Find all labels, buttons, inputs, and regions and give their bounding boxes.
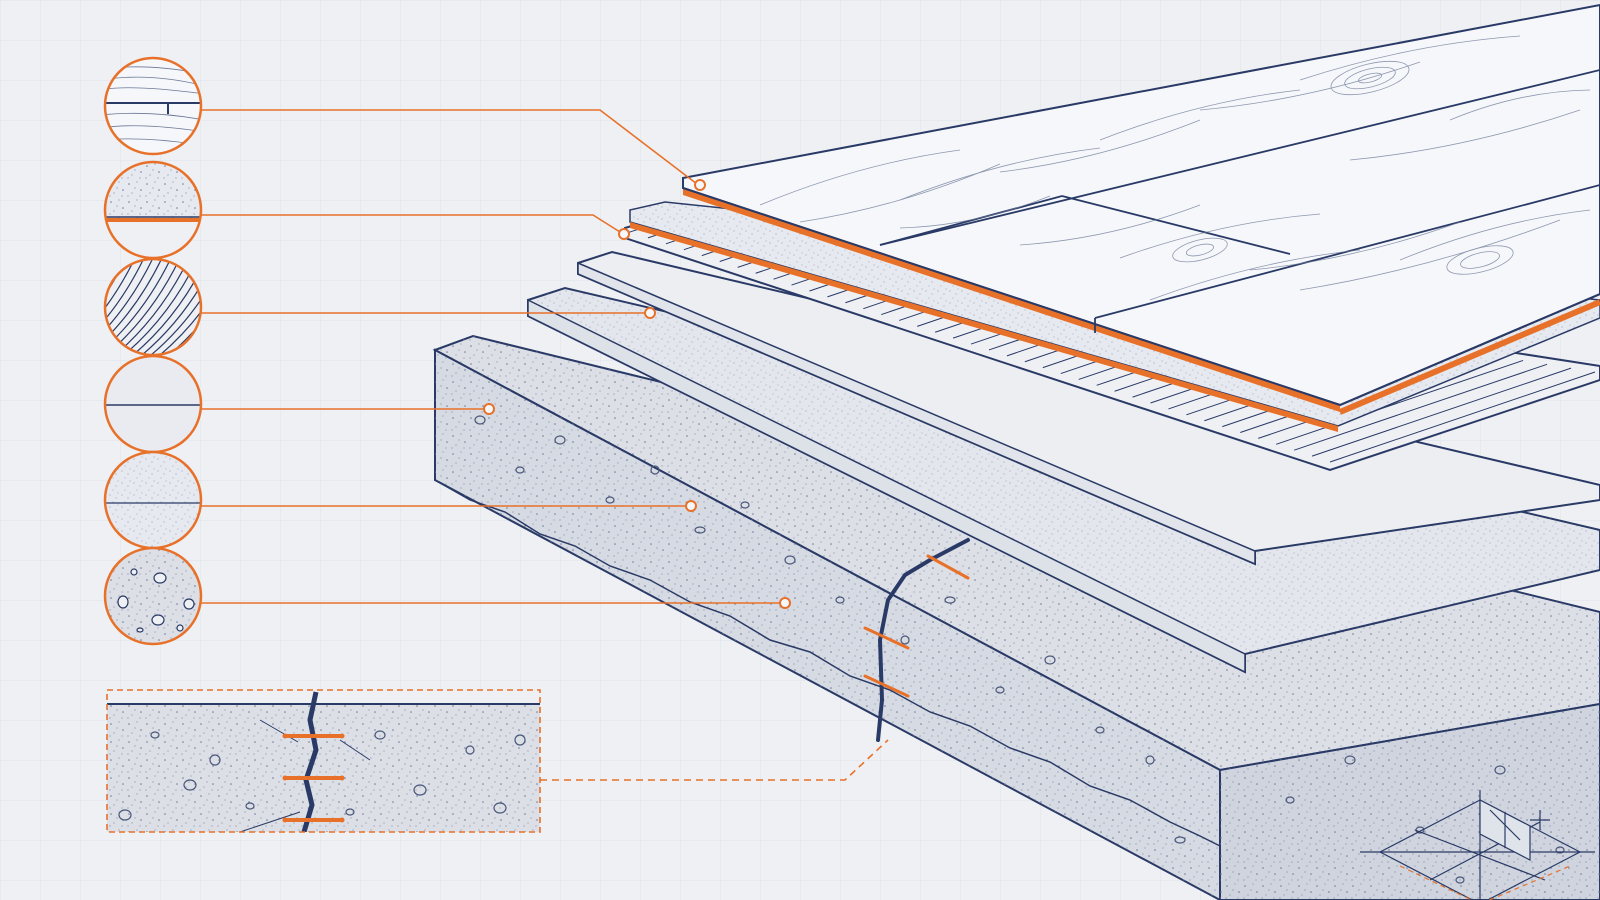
leader-moisture-barrier xyxy=(201,214,621,233)
leveling-board xyxy=(577,250,1600,566)
laminate-plank xyxy=(682,3,1600,415)
leader-crack-detail xyxy=(540,739,889,781)
plain-board-icon xyxy=(103,354,203,454)
crack-repair-detail xyxy=(106,689,541,833)
leader-lines xyxy=(201,109,889,781)
isometric-grid-compass-icon xyxy=(1360,790,1595,900)
speckled-membrane-icon xyxy=(103,160,203,260)
crack-stitch-bars xyxy=(283,734,344,822)
aggregate-concrete-icon xyxy=(103,546,203,646)
leader-endpoints xyxy=(483,179,791,609)
leader-laminate-plank xyxy=(201,109,698,185)
fine-speckle-icon xyxy=(103,450,203,550)
